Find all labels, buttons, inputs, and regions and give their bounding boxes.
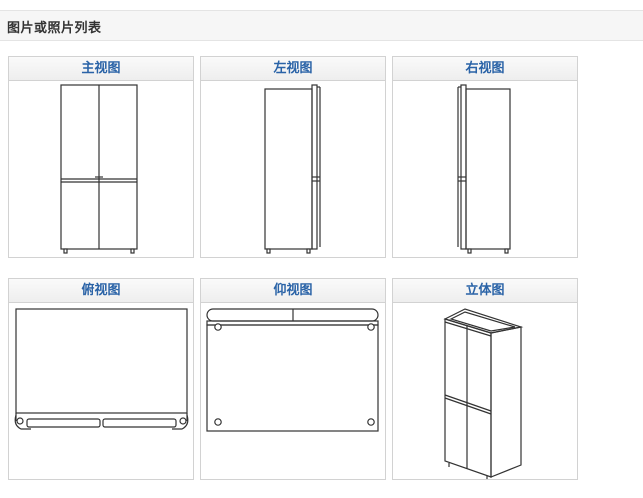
view-card-front[interactable]: 主视图 [8, 56, 194, 258]
view-card-label: 立体图 [393, 279, 577, 303]
refrigerator-left-view-drawing[interactable] [201, 81, 385, 257]
view-card-3d[interactable]: 立体图 [392, 278, 578, 480]
refrigerator-front-view-drawing[interactable] [9, 81, 193, 257]
view-card-label: 俯视图 [9, 279, 193, 303]
view-card-left[interactable]: 左视图 [200, 56, 386, 258]
view-card-right[interactable]: 右视图 [392, 56, 578, 258]
view-card-bottom[interactable]: 仰视图 [200, 278, 386, 480]
section-header: 图片或照片列表 [0, 10, 643, 41]
view-card-top[interactable]: 俯视图 [8, 278, 194, 480]
view-card-label: 左视图 [201, 57, 385, 81]
refrigerator-3d-view-drawing[interactable] [393, 303, 577, 479]
section-title: 图片或照片列表 [7, 21, 102, 36]
view-card-label: 仰视图 [201, 279, 385, 303]
view-card-label: 右视图 [393, 57, 577, 81]
refrigerator-bottom-view-drawing[interactable] [201, 303, 385, 479]
refrigerator-top-view-drawing[interactable] [9, 303, 193, 479]
refrigerator-right-view-drawing[interactable] [393, 81, 577, 257]
view-card-label: 主视图 [9, 57, 193, 81]
